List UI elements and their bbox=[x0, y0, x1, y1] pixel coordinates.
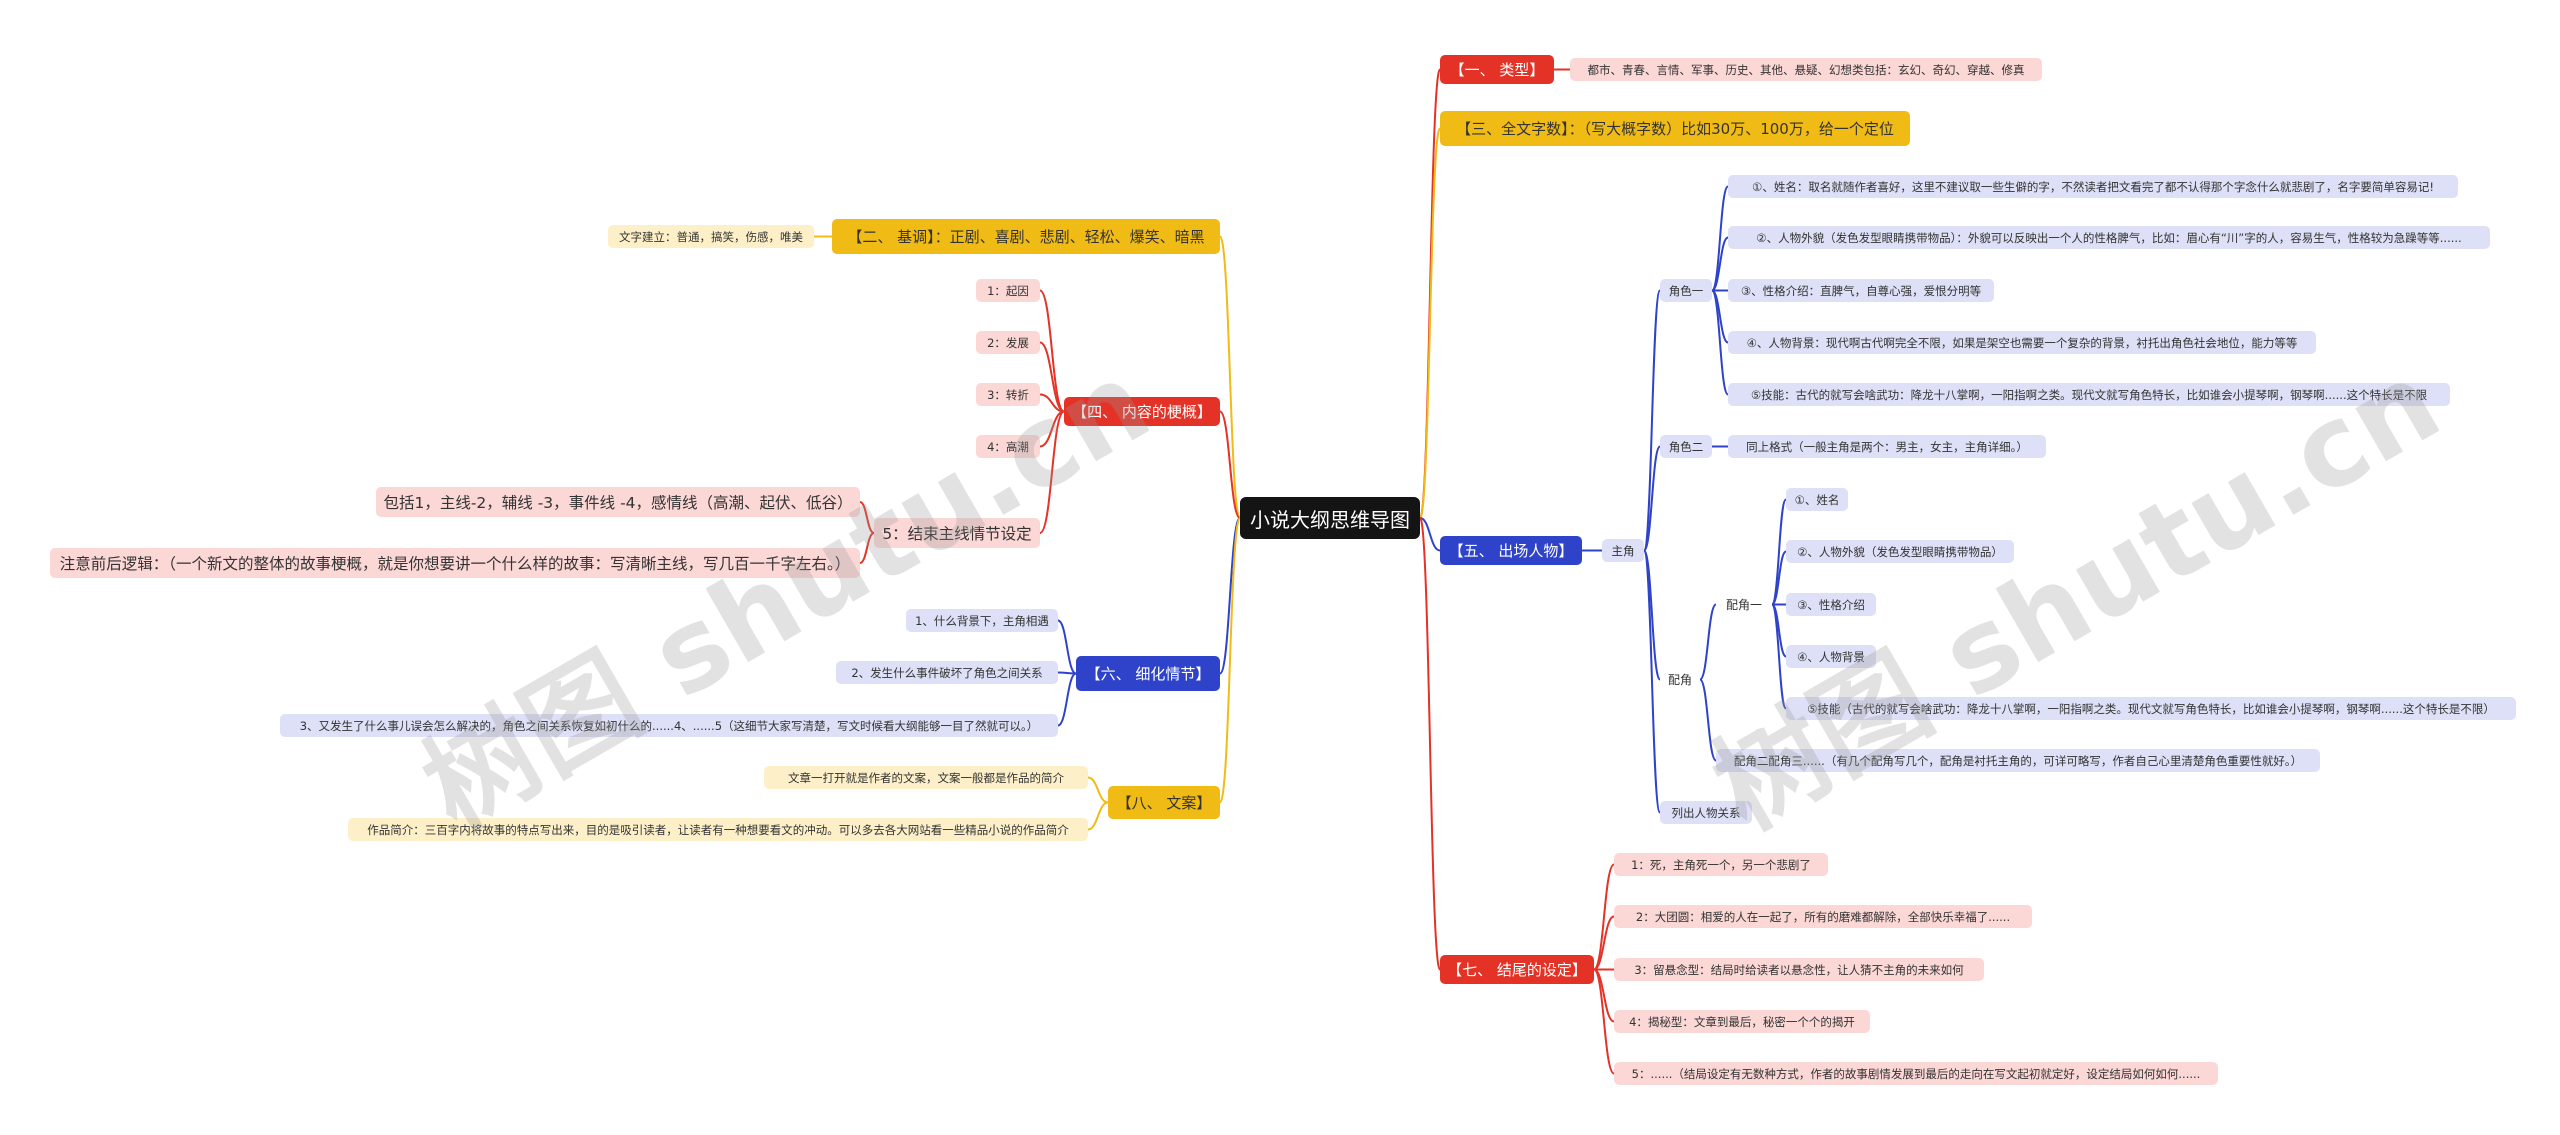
role1-item-background: ④、人物背景：现代啊古代啊完全不限，如果是架空也需要一个复杂的背景，衬托出角色社… bbox=[1728, 331, 2316, 354]
sup1-item-personality: ③、性格介绍 bbox=[1786, 593, 1876, 616]
summary-sub-5b: 注意前后逻辑：（一个新文的整体的故事梗概，就是你想要讲一个什么样的故事：写清晰主… bbox=[50, 548, 860, 578]
connector-summary-node bbox=[1219, 410, 1241, 519]
role1-item-skill: ⑤技能：古代的就写会啥武功：降龙十八掌啊，一阳指啊之类。现代文就写角色特长，比如… bbox=[1728, 383, 2450, 406]
connector-detail-item-3 bbox=[1057, 672, 1077, 727]
sup1-item-background: ④、人物背景 bbox=[1786, 645, 1876, 668]
connector-summary-item-5 bbox=[1039, 410, 1065, 534]
copy-item-1: 文章一打开就是作者的文案，文案一般都是作品的简介 bbox=[764, 766, 1088, 789]
connector-relations-node bbox=[1643, 549, 1661, 814]
summary-item-3: 3：转折 bbox=[976, 383, 1040, 406]
connector-role1-node bbox=[1643, 289, 1661, 552]
tone-node[interactable]: 【二、 基调】：正剧、喜剧、悲剧、轻松、爆笑、暗黑 bbox=[832, 219, 1220, 254]
connector-summary-item-2 bbox=[1039, 341, 1065, 413]
connector-summary-sub-5b bbox=[859, 532, 875, 564]
connector-sup1-node bbox=[1699, 603, 1717, 681]
sup1-item-skill: ⑤技能（古代的就写会啥武功：降龙十八掌啊，一阳指啊之类。现代文就写角色特长，比如… bbox=[1786, 697, 2516, 720]
copy-item-2: 作品简介：三百字内将故事的特点写出来，目的是吸引读者，让读者有一种想要看文的冲动… bbox=[348, 818, 1088, 841]
detail-item-1: 1、什么背景下，主角相遇 bbox=[906, 609, 1058, 632]
ending-item-4: 4：揭秘型：文章到最后，秘密一个个的揭开 bbox=[1614, 1010, 1870, 1033]
connector-ending-item-2 bbox=[1593, 915, 1615, 971]
connector-wordcount-node bbox=[1419, 127, 1441, 519]
sup1-item-appearance: ②、人物外貌（发色发型眼睛携带物品） bbox=[1786, 540, 2014, 563]
summary-item-2: 2：发展 bbox=[976, 331, 1040, 354]
sup1-node[interactable]: 配角一 bbox=[1725, 598, 1762, 612]
connector-sup2-node bbox=[1699, 678, 1717, 762]
protagonist-node[interactable]: 主角 bbox=[1602, 539, 1644, 562]
ending-node[interactable]: 【七、 结尾的设定】 bbox=[1440, 955, 1594, 984]
connector-copy-item-2 bbox=[1087, 801, 1109, 831]
ending-item-1: 1：死，主角死一个，另一个悲剧了 bbox=[1614, 853, 1828, 876]
connector-ending-item-1 bbox=[1593, 863, 1615, 971]
sup2-node: 配角二配角三......（有几个配角写几个，配角是衬托主角的，可详可略写，作者自… bbox=[1716, 749, 2320, 772]
connector-role1-item-appearance bbox=[1711, 236, 1729, 292]
connector-detail-item-1 bbox=[1057, 619, 1077, 675]
role1-item-personality: ③、性格介绍：直脾气，自尊心强，爱恨分明等 bbox=[1728, 279, 1994, 302]
connector-role2-node bbox=[1643, 445, 1661, 552]
connector-tone-node bbox=[1219, 235, 1241, 519]
relations-node[interactable]: 列出人物关系 bbox=[1660, 801, 1752, 824]
connector-detail-item-2 bbox=[1057, 671, 1077, 675]
connector-characters-node bbox=[1419, 517, 1441, 552]
copy-node[interactable]: 【八、 文案】 bbox=[1108, 786, 1220, 819]
role2-node[interactable]: 角色二 bbox=[1660, 435, 1712, 458]
summary-item-5: 5：结束主线情节设定 bbox=[874, 518, 1040, 548]
connector-sup1-item-appearance bbox=[1771, 550, 1787, 606]
ending-item-2: 2：大团圆：相爱的人在一起了，所有的磨难都解除，全部快乐幸福了...... bbox=[1614, 905, 2032, 928]
wordcount-node[interactable]: 【三、全文字数】：（写大概字数）比如30万、100万，给一个定位 bbox=[1440, 111, 1910, 146]
connector-summary-item-1 bbox=[1039, 289, 1065, 413]
role1-item-name: ①、姓名：取名就随作者喜好，这里不建议取一些生僻的字，不然读者把文看完了都不认得… bbox=[1728, 175, 2458, 198]
connector-ending-node bbox=[1419, 517, 1441, 971]
connector-copy-node bbox=[1219, 517, 1241, 804]
connector-role1-item-skill bbox=[1711, 289, 1729, 396]
detail-item-2: 2、发生什么事件破坏了角色之间关系 bbox=[836, 661, 1058, 684]
supporting-node[interactable]: 配角 bbox=[1667, 673, 1692, 687]
ending-item-5: 5：......（结局设定有无数种方式，作者的故事剧情发展到最后的走向在写文起初… bbox=[1614, 1062, 2218, 1085]
summary-node[interactable]: 【四、 内容的梗概】 bbox=[1064, 397, 1220, 426]
detail-item-3: 3、又发生了什么事儿误会怎么解决的，角色之间关系恢复如初什么的......4、.… bbox=[280, 714, 1058, 737]
detail-node[interactable]: 【六、 细化情节】 bbox=[1076, 656, 1220, 691]
summary-item-4: 4：高潮 bbox=[976, 435, 1040, 458]
sup1-item-name: ①、姓名 bbox=[1786, 488, 1848, 511]
characters-node[interactable]: 【五、 出场人物】 bbox=[1440, 536, 1582, 565]
connector-summary-item-3 bbox=[1039, 393, 1065, 413]
tone-detail: 文字建立：普通，搞笑，伤感，唯美 bbox=[608, 225, 814, 248]
connector-copy-item-1 bbox=[1087, 776, 1109, 804]
connector-summary-sub-5a bbox=[859, 501, 875, 534]
summary-item-1: 1：起因 bbox=[976, 279, 1040, 302]
summary-sub-5a: 包括1，主线-2，辅线 -3，事件线 -4，感情线（高潮、起伏、低谷） bbox=[376, 487, 860, 517]
connector-sup1-item-skill bbox=[1771, 603, 1787, 710]
type-node[interactable]: 【一、 类型】 bbox=[1440, 55, 1554, 84]
root-node[interactable]: 小说大纲思维导图 bbox=[1240, 497, 1420, 539]
type-detail: 都市、青春、言情、军事、历史、其他、悬疑、幻想类包括：玄幻、奇幻、穿越、修真 bbox=[1570, 58, 2042, 81]
role1-node[interactable]: 角色一 bbox=[1660, 279, 1712, 302]
role1-item-appearance: ②、人物外貌（发色发型眼睛携带物品）：外貌可以反映出一个人的性格脾气，比如：眉心… bbox=[1728, 226, 2490, 249]
role2-item: 同上格式（一般主角是两个：男主，女主，主角详细。） bbox=[1728, 435, 2046, 458]
ending-item-3: 3：留悬念型：结局时给读者以悬念性，让人猜不主角的未来如何 bbox=[1614, 958, 1984, 981]
connector-ending-item-5 bbox=[1593, 968, 1615, 1075]
